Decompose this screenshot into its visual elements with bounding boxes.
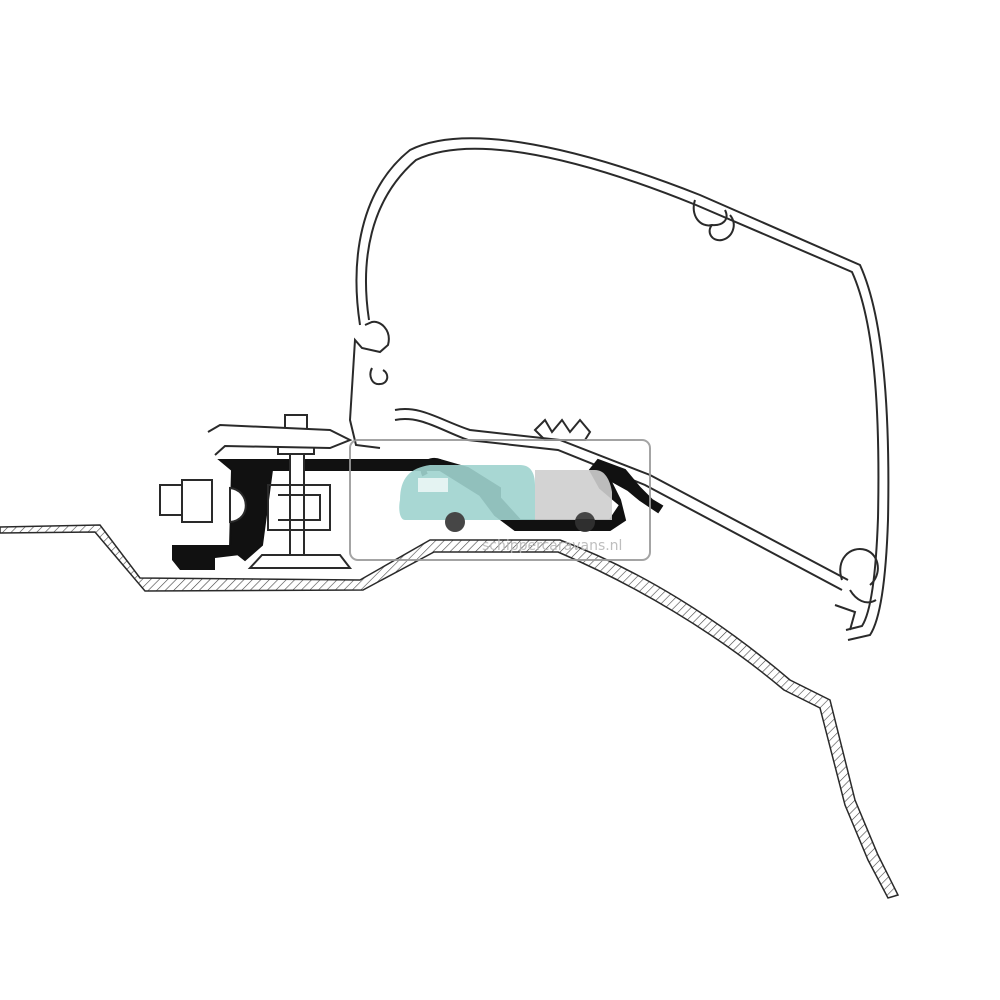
lower-channel-clip <box>834 548 879 631</box>
caravan-logo-icon <box>399 465 612 532</box>
upper-channel-clip <box>692 199 735 242</box>
bolt-clamp-assembly <box>159 414 353 569</box>
toothed-mount <box>533 418 592 441</box>
vehicle-roof-section <box>0 524 900 899</box>
awning-housing-profile <box>348 137 890 641</box>
hinge-profile <box>348 320 390 449</box>
watermark-frame <box>349 439 651 561</box>
watermark-text: schippercaravans.nl <box>482 538 622 554</box>
watermark: schippercaravans.nl <box>349 439 651 561</box>
